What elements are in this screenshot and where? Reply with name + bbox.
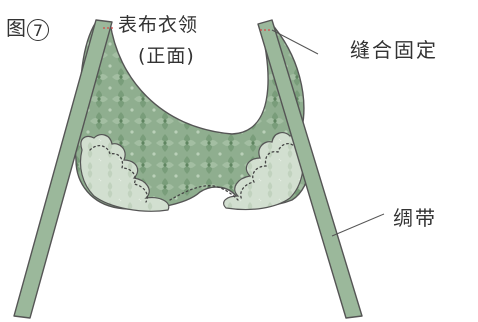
collar-lining-left <box>79 134 170 212</box>
figure-number-badge: 7 <box>27 18 49 41</box>
stitch-line-center <box>169 185 239 201</box>
collar-lining-right <box>223 132 305 211</box>
tie-strap-right <box>257 19 363 319</box>
stitch-line-left <box>89 144 148 203</box>
collar-face-sublabel: (正面) <box>138 45 195 67</box>
collar-face-label: 表布衣领 <box>118 14 199 36</box>
tie-strap-left <box>13 19 113 319</box>
leader-line-stitch <box>271 29 319 55</box>
stitch-line-right <box>240 142 297 201</box>
tie-strap-label: 绸带 <box>393 206 437 230</box>
stitch-fix-label: 缝合固定 <box>350 38 438 62</box>
leader-line-tie <box>331 213 385 237</box>
figure-label-text: 图 <box>6 16 26 40</box>
